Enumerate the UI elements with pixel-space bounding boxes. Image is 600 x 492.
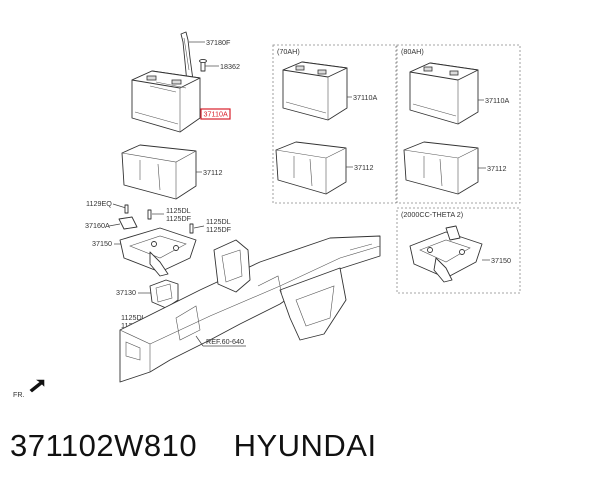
part-number-title: 371102W810 HYUNDAI (10, 428, 377, 463)
label-80ah-37112: 37112 (487, 164, 506, 173)
bolt-18362 (199, 58, 207, 72)
bracket-37150 (119, 227, 197, 277)
body-frame (119, 235, 381, 383)
label-1125DF-a: 1125DF (166, 214, 192, 223)
box-70ah (272, 44, 397, 204)
label-37110A-highlight[interactable]: 37110A (204, 110, 228, 119)
box-theta2-title: (2000CC-THETA 2) (401, 210, 463, 219)
mount-37130 (149, 279, 179, 309)
label-1125DL-a: 1125DL (166, 206, 191, 215)
battery-tray (121, 144, 197, 200)
label-80ah-37110A: 37110A (485, 96, 509, 105)
label-1129EQ: 1129EQ (86, 199, 112, 208)
tray-80ah (403, 141, 479, 195)
highlight-37110A-box[interactable] (200, 108, 231, 120)
label-70ah-37110A: 37110A (353, 93, 377, 102)
label-1125DL-b: 1125DL (206, 217, 231, 226)
battery-80ah (409, 62, 479, 125)
label-37130: 37130 (116, 288, 136, 297)
box-80ah (396, 44, 521, 204)
battery-70ah (282, 61, 348, 121)
bracket-theta2 (409, 225, 483, 283)
label-70ah-37112: 37112 (354, 163, 373, 172)
label-fr: FR. (13, 390, 25, 399)
label-theta2-37150: 37150 (491, 256, 511, 265)
label-37180F: 37180F (206, 38, 231, 47)
box-theta2 (396, 207, 521, 294)
box-80ah-title: (80AH) (401, 47, 424, 56)
battery-main (131, 70, 201, 133)
bolt-1129EQ (124, 204, 129, 214)
front-arrow-icon (29, 379, 45, 393)
label-18362: 18362 (220, 62, 240, 71)
clamp-37160A (118, 216, 138, 230)
label-1125DL-c: 1125DL (121, 313, 146, 322)
bolt-1125DL-b (189, 223, 194, 234)
box-70ah-title: (70AH) (277, 47, 300, 56)
bolt-1125DL-a (147, 209, 152, 220)
label-37150: 37150 (92, 239, 112, 248)
label-ref-60-640: REF.60-640 (206, 337, 244, 346)
label-37160A: 37160A (85, 221, 110, 230)
tray-70ah (275, 141, 347, 195)
label-1125DF-b: 1125DF (206, 225, 232, 234)
label-37112: 37112 (203, 168, 222, 177)
